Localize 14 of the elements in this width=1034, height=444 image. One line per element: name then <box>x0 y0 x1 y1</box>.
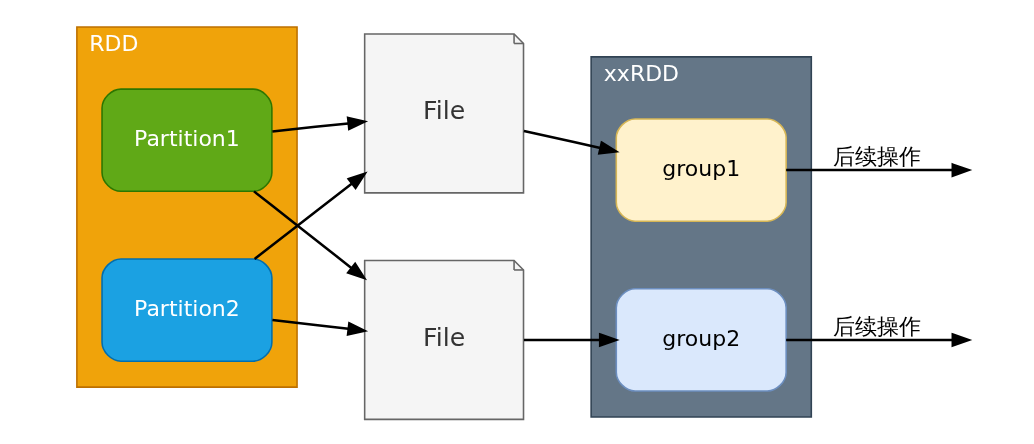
arrow <box>272 116 369 133</box>
edge-label: 后续操作 <box>833 313 922 339</box>
arrow <box>523 129 620 155</box>
arrow <box>523 332 620 348</box>
arrow <box>253 171 368 260</box>
node-box: Partition1 <box>101 88 273 193</box>
edge-label: 后续操作 <box>833 144 922 170</box>
node-box: group1 <box>615 118 787 222</box>
arrow <box>272 318 369 336</box>
arrow <box>786 332 973 348</box>
node-box: Partition2 <box>101 258 273 362</box>
node-box: group2 <box>615 288 787 392</box>
arrow <box>786 162 973 178</box>
arrow <box>253 190 368 281</box>
